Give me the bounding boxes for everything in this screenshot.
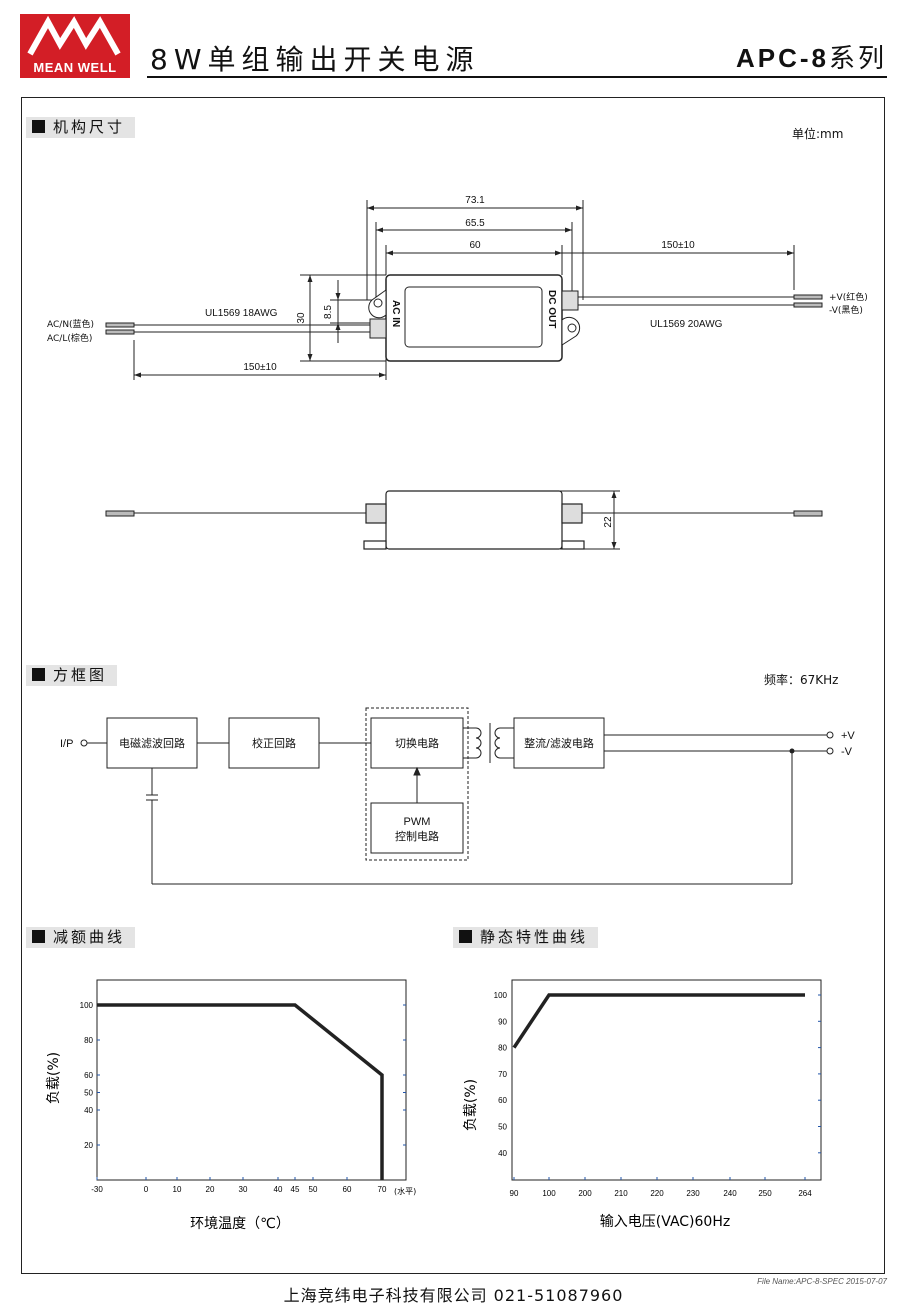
static-x-tick: 220 <box>650 1189 664 1198</box>
section-square-icon <box>459 930 472 943</box>
derating-x-tick: 50 <box>309 1185 318 1194</box>
static-x-tick: 210 <box>614 1189 628 1198</box>
static-x-tick: 250 <box>758 1189 772 1198</box>
derating-x-tick: -30 <box>91 1185 103 1194</box>
ac-l-label: AC/L(棕色) <box>47 332 92 344</box>
series-title: APC-8系列 <box>736 38 887 75</box>
derating-x-tick: 20 <box>206 1185 215 1194</box>
static-x-tick: 200 <box>578 1189 592 1198</box>
static-y-tick: 100 <box>494 991 508 1000</box>
dim-65-label: 65.5 <box>465 218 485 229</box>
static-y-tick: 80 <box>498 1044 507 1053</box>
derating-plot-frame <box>96 979 407 1181</box>
company-footer: 上海竞纬电子科技有限公司 021-51087960 <box>283 1286 624 1305</box>
block-diagram: I/P 电磁滤波回路 校正回路 切换电路 PWM 控制电路 整流/滤波电路 +V… <box>60 707 855 885</box>
static-y-label: 负载(%) <box>463 1079 479 1131</box>
spec-frame <box>21 97 885 1274</box>
logo-mw-mark <box>27 15 121 56</box>
ac-in-label: AC IN <box>390 300 401 327</box>
derating-x-tick: 70 <box>378 1185 387 1194</box>
minus-v-label: -V <box>841 746 853 758</box>
mechanical-drawing: 73.1 65.5 60 150±10 150±10 30 8.5 22 UL1… <box>47 195 868 550</box>
pwm-label: PWM <box>404 816 431 828</box>
dim-30-label: 30 <box>296 312 307 324</box>
derating-y-tick: 60 <box>84 1071 93 1080</box>
derating-x-tick: 30 <box>239 1185 248 1194</box>
dim-60-label: 60 <box>469 240 481 251</box>
input-cable-label: UL1569 18AWG <box>205 308 278 319</box>
v-neg-label: -V(黑色) <box>829 304 863 316</box>
dim-150-in-label: 150±10 <box>243 362 277 373</box>
derating-y-tick: 80 <box>84 1036 93 1045</box>
derating-y-tick: 50 <box>84 1089 93 1098</box>
dim-22-label: 22 <box>603 516 614 528</box>
static-x-tick: 264 <box>798 1189 812 1198</box>
block-section-title: 方框图 <box>53 666 108 684</box>
v-pos-label: +V(红色) <box>829 291 868 303</box>
document-title: 8W单组输出开关电源 <box>150 43 480 76</box>
static-x-label: 输入电压(VAC)60Hz <box>600 1214 730 1230</box>
output-rectifier-label: 整流/滤波电路 <box>524 736 594 750</box>
static-ticks: 100 90 80 70 60 50 40 90 100 200 210 220 230 240 250 26… <box>494 991 821 1198</box>
derating-curve <box>97 1003 384 1180</box>
dim-8-label: 8.5 <box>323 305 334 319</box>
ip-label: I/P <box>60 738 73 750</box>
series-suffix: 系列 <box>828 44 887 74</box>
file-name-note: File Name:APC-8-SPEC 2015-07-07 <box>757 1277 887 1286</box>
derating-x-label: 环境温度（℃） <box>190 1216 290 1232</box>
derating-section-title: 减额曲线 <box>53 928 126 946</box>
derating-y-tick: 20 <box>84 1141 93 1150</box>
derating-x-tick: 10 <box>173 1185 182 1194</box>
frequency-note: 频率：67KHz <box>764 673 839 687</box>
static-section-header: 静态特性曲线 <box>453 927 599 948</box>
logo-text: MEAN WELL <box>33 60 117 75</box>
series-model: APC-8 <box>735 43 829 73</box>
emi-filter-label: 电磁滤波回路 <box>119 737 185 750</box>
derating-y-tick: 100 <box>80 1001 94 1010</box>
static-y-tick: 60 <box>498 1096 507 1105</box>
dim-73-label: 73.1 <box>465 195 485 206</box>
mean-well-logo: MEAN WELL <box>20 14 130 78</box>
derating-section-header: 减额曲线 <box>26 927 136 948</box>
block-section-header: 方框图 <box>26 665 118 686</box>
pwm-control-label: 控制电路 <box>395 829 439 843</box>
mechanical-section-title: 机构尺寸 <box>53 118 126 136</box>
dim-150-out-label: 150±10 <box>661 240 695 251</box>
plus-v-label: +V <box>841 730 855 742</box>
derating-x-tick: 0 <box>144 1185 149 1194</box>
derating-x-unit: (水平) <box>394 1186 416 1196</box>
derating-y-tick: 40 <box>84 1106 93 1115</box>
section-square-icon <box>32 668 45 681</box>
mechanical-section-header: 机构尺寸 <box>26 117 136 138</box>
static-section-title: 静态特性曲线 <box>480 928 589 946</box>
derating-y-label: 负载(%) <box>46 1052 62 1104</box>
switching-label: 切换电路 <box>395 736 439 750</box>
static-y-tick: 70 <box>498 1070 507 1079</box>
ac-n-label: AC/N(蓝色) <box>47 318 94 330</box>
derating-x-tick: 45 <box>291 1185 300 1194</box>
static-curve <box>512 993 805 1049</box>
static-x-tick: 230 <box>686 1189 700 1198</box>
derating-x-tick: 60 <box>343 1185 352 1194</box>
static-x-tick: 90 <box>510 1189 519 1198</box>
derating-x-tick: 40 <box>274 1185 283 1194</box>
header-rule <box>147 76 887 78</box>
static-x-tick: 240 <box>723 1189 737 1198</box>
static-plot-frame <box>511 979 822 1181</box>
static-y-tick: 50 <box>498 1123 507 1132</box>
output-cable-label: UL1569 20AWG <box>650 319 723 330</box>
section-square-icon <box>32 930 45 943</box>
static-x-tick: 100 <box>542 1189 556 1198</box>
rectifier-label: 校正回路 <box>252 736 296 750</box>
static-y-tick: 40 <box>498 1149 507 1158</box>
unit-note: 单位:mm <box>792 127 844 141</box>
derating-ticks: 100 80 60 50 40 20 -30 0 10 20 30 40 45 50 60 70 <box>80 1001 406 1194</box>
dc-out-label: DC OUT <box>546 290 557 328</box>
static-y-tick: 90 <box>498 1017 507 1026</box>
section-square-icon <box>32 120 45 133</box>
